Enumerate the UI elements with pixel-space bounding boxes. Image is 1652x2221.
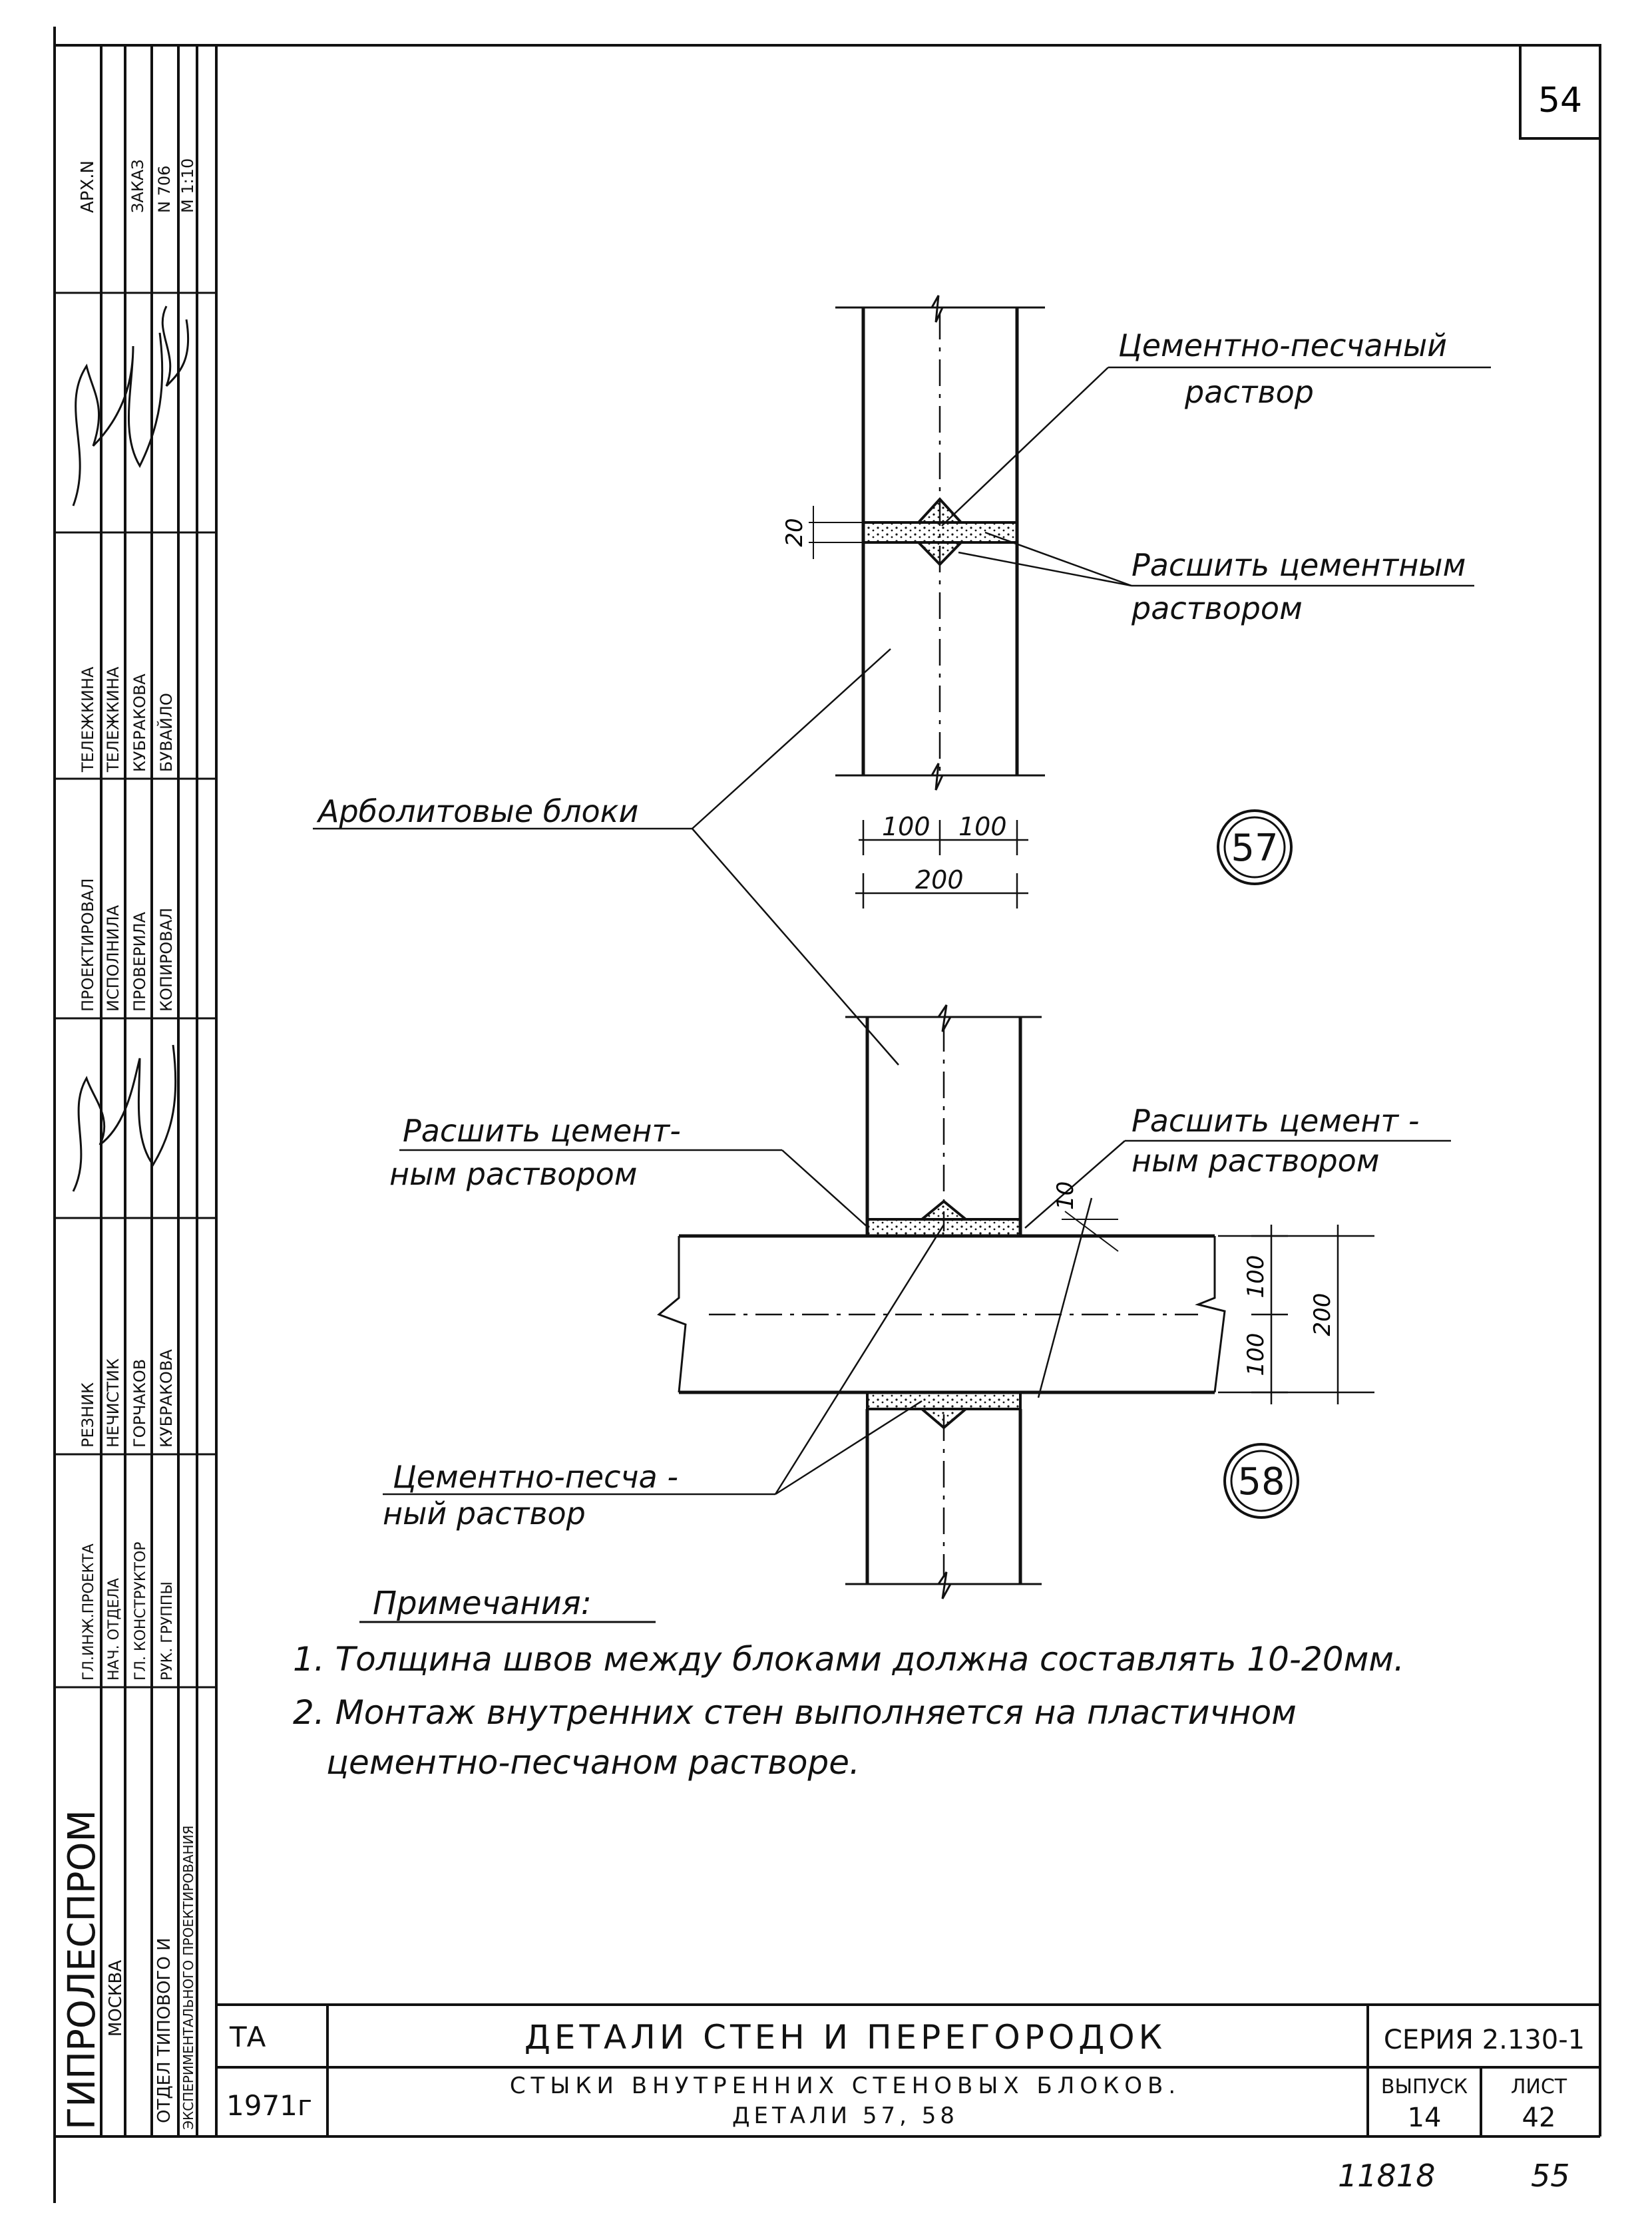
label-joint-top-1: Расшить цементным [1132, 547, 1466, 583]
dim-20: 20 [781, 518, 808, 546]
label-joint-right-2: ным раствором [1132, 1143, 1380, 1179]
note-3: цементно-песчаном растворе. [326, 1743, 860, 1782]
title-block-lines [216, 2003, 1600, 2136]
stamp-org-name: ГИПРОЛЕСПРОМ [61, 1810, 104, 2130]
arbolite-leaders [313, 648, 899, 1066]
stamp-action-2: ИСПОЛНИЛА [104, 905, 122, 1012]
stamp-action-name-3: КУБРАКОВА [130, 674, 149, 772]
detail-number-57: 57 [1231, 827, 1278, 870]
stamp-dept-2: ЭКСПЕРИМЕНТАЛЬНОГО ПРОЕКТИРОВАНИЯ [180, 1826, 196, 2130]
title-sheet-value: 42 [1522, 2103, 1556, 2133]
stamp-scale: М 1:10 [178, 158, 197, 213]
note-1: 1. Толщина швов между блоками должна сос… [293, 1640, 1404, 1679]
footer-page: 55 [1531, 2158, 1570, 2194]
stamp-action-3: ПРОВЕРИЛА [130, 911, 149, 1012]
title-issue-value: 14 [1408, 2103, 1442, 2133]
footer-inventory: 11818 [1338, 2158, 1435, 2194]
stamp-action-1: ПРОЕКТИРОВАЛ [79, 878, 97, 1012]
detail-57-drawing [809, 295, 1491, 909]
dim-vert-100-top: 100 [1243, 1255, 1269, 1299]
label-cement-sand-bottom-1: Цементно-песча - [393, 1459, 678, 1495]
title-sub-2: ДЕТАЛИ 57, 58 [732, 2103, 958, 2129]
label-cement-sand-top-2: раствор [1184, 374, 1314, 410]
label-joint-top-2: раствором [1131, 590, 1303, 626]
stamp-dept-1: ОТДЕЛ ТИПОВОГО И [154, 1937, 174, 2123]
stamp-role-2: НАЧ. ОТДЕЛА [106, 1578, 122, 1681]
stamp-order: ЗАКАЗ [128, 159, 147, 213]
signature-marks [72, 305, 190, 1192]
dim-100-right: 100 [958, 812, 1007, 841]
label-joint-right-1: Расшить цемент - [1132, 1103, 1419, 1139]
label-joint-left-1: Расшить цемент- [403, 1113, 681, 1149]
label-arbolite: Арболитовые блоки [316, 793, 638, 829]
title-series: СЕРИЯ 2.130-1 [1384, 2025, 1585, 2055]
dim-vert-100-bottom: 100 [1243, 1333, 1269, 1376]
stamp-action-name-2: ТЕЛЕЖКИНА [104, 666, 122, 773]
notes-heading: Примечания: [373, 1585, 592, 1622]
label-cement-sand-top-1: Цементно-песчаный [1118, 327, 1447, 363]
stamp-role-name-2: НЕЧИСТИК [104, 1358, 122, 1448]
dim-200: 200 [915, 865, 964, 895]
stamp-role-1: ГЛ.ИНЖ.ПРОЕКТА [81, 1543, 97, 1681]
title-issue-label: ВЫПУСК [1381, 2075, 1468, 2099]
stamp-dividers [55, 292, 216, 1689]
stamp-role-4: РУК. ГРУППЫ [159, 1581, 176, 1681]
label-joint-left-2: ным раствором [389, 1156, 638, 1192]
stamp-action-4: КОПИРОВАЛ [157, 908, 176, 1012]
stamp-archive: АРХ.N [78, 160, 98, 213]
detail-58-drawing [383, 1004, 1451, 1599]
stamp-role-name-1: РЕЗНИК [79, 1382, 97, 1448]
title-code: ТА [229, 2021, 266, 2053]
title-sheet-label: ЛИСТ [1511, 2075, 1567, 2099]
dim-100-left: 100 [882, 812, 930, 841]
title-main: ДЕТАЛИ СТЕН И ПЕРЕГОРОДОК [524, 2018, 1166, 2057]
label-cement-sand-bottom-2: ный раствор [383, 1496, 586, 1531]
sheet-number: 54 [1538, 81, 1582, 120]
sheet-frame [53, 27, 1601, 2203]
stamp-action-name-1: ТЕЛЕЖКИНА [79, 666, 97, 773]
dim-vert-200: 200 [1309, 1293, 1336, 1336]
stamp-action-name-4: БУВАЙЛО [156, 693, 176, 772]
title-year: 1971г [226, 2089, 312, 2122]
stamp-role-name-4: КУБРАКОВА [157, 1349, 176, 1448]
stamp-order-no: N 706 [155, 166, 174, 213]
sheet-number-box [1519, 44, 1601, 140]
note-2: 2. Монтаж внутренних стен выполняется на… [293, 1693, 1297, 1732]
stamp-role-3: ГЛ. КОНСТРУКТОР [132, 1541, 149, 1681]
detail-number-58: 58 [1237, 1460, 1285, 1504]
stamp-org-city: МОСКВА [106, 1960, 126, 2037]
stamp-role-name-3: ГОРЧАКОВ [130, 1359, 149, 1448]
dim-10: 10 [1052, 1181, 1079, 1210]
title-sub-1: СТЫКИ ВНУТРЕННИХ СТЕНОВЫХ БЛОКОВ. [510, 2073, 1181, 2099]
